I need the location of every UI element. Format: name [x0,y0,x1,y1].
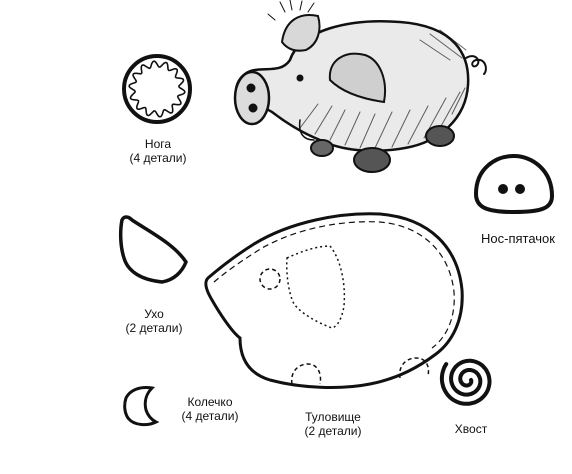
body-label: Туловище (2 детали) [304,410,361,438]
tail-label: Хвост [455,422,487,436]
ear-label: Ухо (2 детали) [125,307,182,335]
leg-label: Нога (4 детали) [129,137,186,165]
snout-name: Нос-пятачок [481,231,555,246]
body-name: Туловище [305,410,361,424]
snout-pattern-piece [473,153,555,215]
body-count: (2 детали) [304,424,362,438]
ear-name: Ухо [144,307,164,321]
leg-count: (4 детали) [129,151,187,165]
ear-pattern-piece [118,215,188,284]
body-pattern-piece [204,212,464,389]
leg-name: Нога [144,137,172,151]
pig-illustration [233,0,487,173]
ring-name: Колечко [187,395,233,409]
ring-count: (4 детали) [181,409,239,423]
ring-pattern-piece [123,386,160,427]
ear-count: (2 детали) [125,321,183,335]
snout-label: Нос-пятачок [481,232,555,246]
leg-pattern-piece [122,54,192,124]
ring-label: Колечко (4 детали) [181,395,238,423]
tail-name: Хвост [454,422,488,436]
tail-pattern-piece [439,358,492,406]
